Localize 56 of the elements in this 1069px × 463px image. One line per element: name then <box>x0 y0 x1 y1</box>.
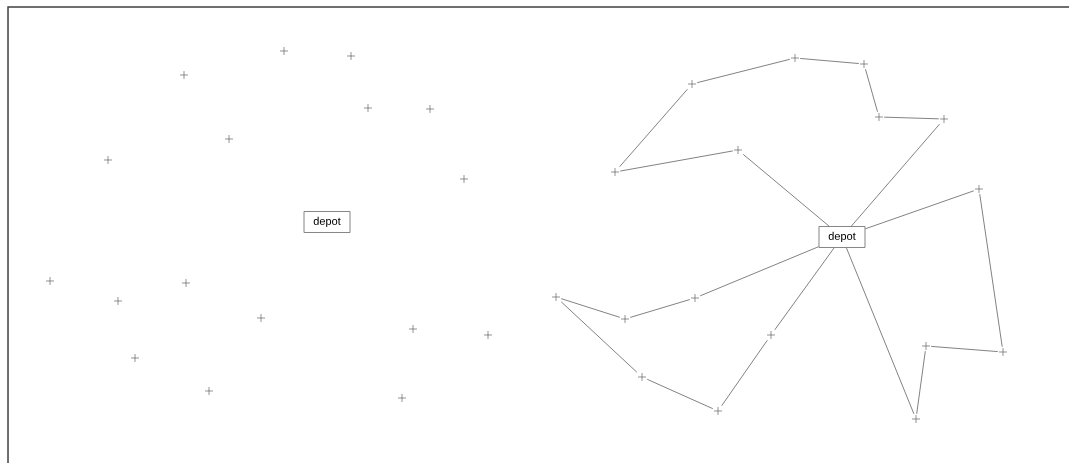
point-marker <box>408 324 418 334</box>
point-marker <box>551 292 561 302</box>
depot-box: depot <box>303 211 351 233</box>
point-marker <box>363 103 373 113</box>
point-marker <box>911 414 921 424</box>
point-marker <box>687 79 697 89</box>
point-marker <box>766 330 776 340</box>
route-line <box>774 247 835 331</box>
depot-box: depot <box>818 226 866 248</box>
point-marker <box>620 314 630 324</box>
point-marker <box>224 134 234 144</box>
point-marker <box>610 167 620 177</box>
point-marker <box>346 51 356 61</box>
route-line <box>916 350 926 415</box>
point-marker <box>713 406 723 416</box>
point-marker <box>181 278 191 288</box>
route-line <box>619 150 734 172</box>
point-marker <box>113 296 123 306</box>
route-line <box>979 193 1003 348</box>
route-line <box>883 116 940 120</box>
point-marker <box>204 386 214 396</box>
route-line <box>846 247 915 415</box>
point-marker <box>483 330 493 340</box>
route-line <box>930 346 999 352</box>
point-marker <box>637 372 647 382</box>
point-marker <box>425 104 435 114</box>
point-marker <box>790 53 800 63</box>
route-line <box>619 88 688 168</box>
route-line <box>742 154 830 227</box>
route-line <box>629 299 691 318</box>
point-marker <box>859 59 869 69</box>
point-marker <box>45 276 55 286</box>
route-line <box>646 378 714 409</box>
route-line <box>721 339 768 407</box>
point-marker <box>921 341 931 351</box>
point-marker <box>397 393 407 403</box>
point-marker <box>974 184 984 194</box>
route-line <box>851 123 940 227</box>
route-line <box>865 68 878 113</box>
point-marker <box>459 174 469 184</box>
point-marker <box>130 353 140 363</box>
route-line <box>696 58 791 84</box>
point-marker <box>998 347 1008 357</box>
route-line <box>799 58 860 64</box>
point-marker <box>279 46 289 56</box>
route-line <box>560 301 638 373</box>
route-line <box>560 298 621 318</box>
point-marker <box>939 114 949 124</box>
route-line <box>865 190 975 230</box>
point-marker <box>733 145 743 155</box>
point-marker <box>256 313 266 323</box>
point-marker <box>690 293 700 303</box>
route-line <box>699 246 819 297</box>
point-marker <box>874 112 884 122</box>
point-marker <box>103 155 113 165</box>
point-marker <box>179 70 189 80</box>
